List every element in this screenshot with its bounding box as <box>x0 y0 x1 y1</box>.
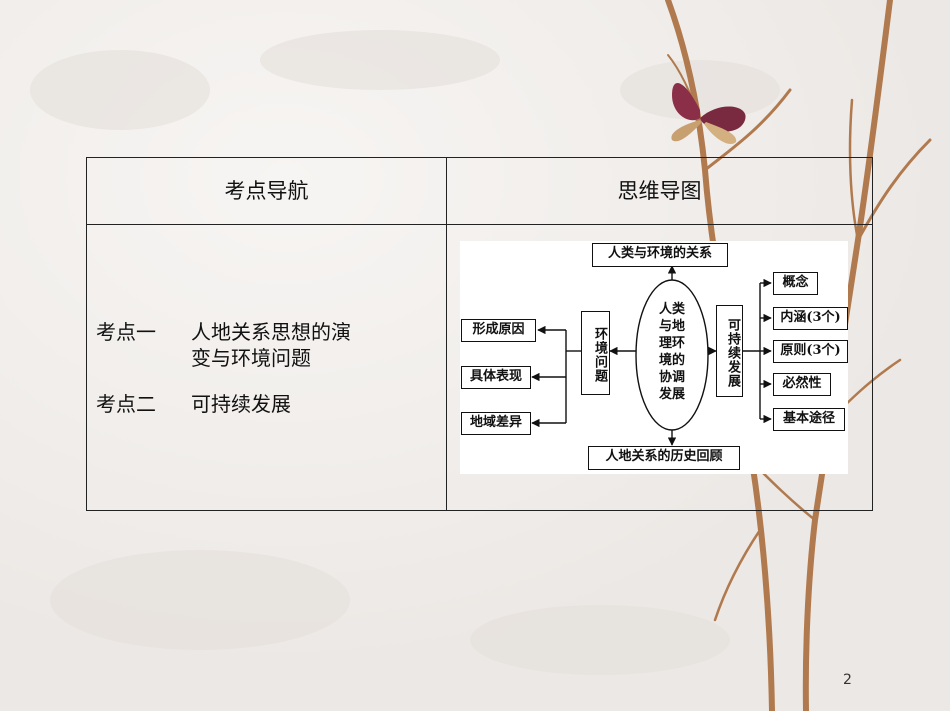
box-principles: 原则(3个) <box>773 340 848 363</box>
box-human-environment-relation: 人类与环境的关系 <box>592 243 728 267</box>
topic1-label: 考点一 <box>96 320 156 344</box>
box-environmental-problems: 环境问题 <box>581 311 610 395</box>
butterfly-decoration <box>671 83 746 144</box>
box-necessity: 必然性 <box>773 373 831 396</box>
box-connotation: 内涵(3个) <box>773 307 848 330</box>
box-history-review: 人地关系的历史回顾 <box>588 446 740 470</box>
mind-map-diagram: 人类与环境的关系 人地关系的历史回顾 人类 与地 理环 境的 协调 发展 环境问… <box>460 241 848 474</box>
box-basic-approaches: 基本途径 <box>773 408 845 431</box>
header-mind-map: 思维导图 <box>617 179 702 203</box>
box-causes: 形成原因 <box>461 319 536 342</box>
topic1-line2: 变与环境问题 <box>191 346 311 370</box>
topic2-label: 考点二 <box>96 392 156 416</box>
box-manifestations: 具体表现 <box>461 366 531 389</box>
box-regional-differences: 地域差异 <box>461 412 531 435</box>
topic1-line1: 人地关系思想的演 <box>191 320 351 344</box>
lesson-table: 考点导航 思维导图 考点一 人地关系思想的演 变与环境问题 考点二 可持续发展 <box>86 157 873 511</box>
column-divider <box>446 158 447 510</box>
header-exam-navigation: 考点导航 <box>224 179 309 203</box>
row-divider <box>87 224 872 225</box>
center-oval-text: 人类 与地 理环 境的 协调 发展 <box>658 302 685 402</box>
page-number: 2 <box>843 672 852 688</box>
topic2-text: 可持续发展 <box>191 392 291 416</box>
box-sustainable-development: 可持续发展 <box>716 305 743 397</box>
box-concept: 概念 <box>773 272 818 295</box>
